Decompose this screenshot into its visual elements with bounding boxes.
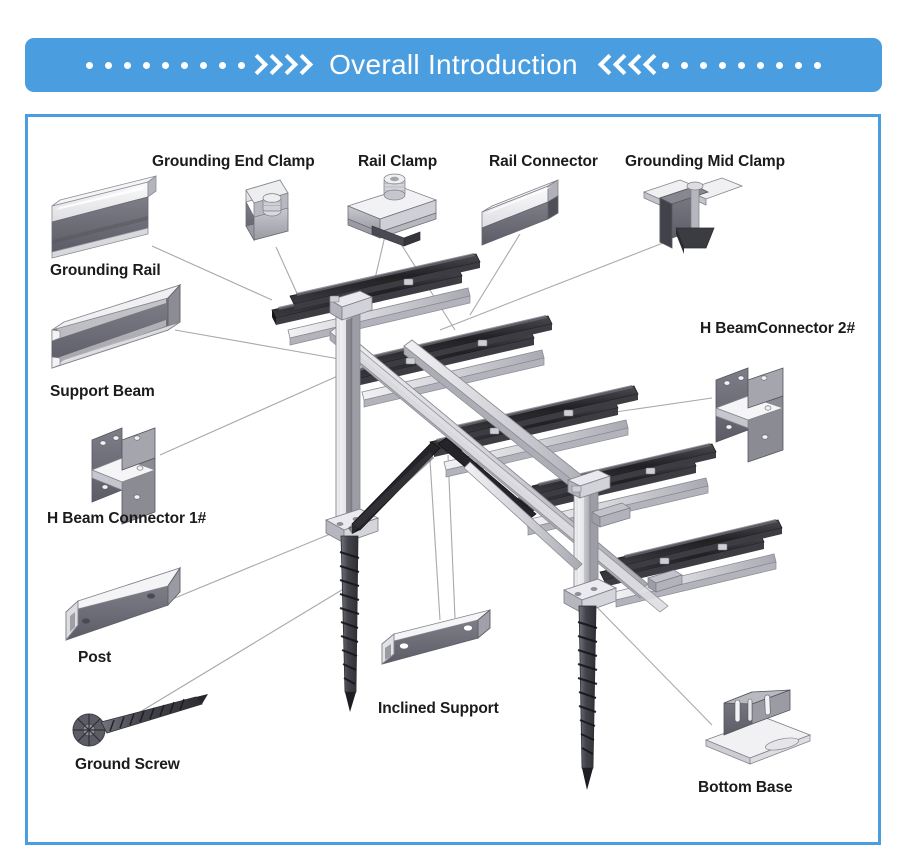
label-grounding-rail: Grounding Rail xyxy=(50,262,161,279)
label-bottom-base: Bottom Base xyxy=(698,779,793,796)
chevron-left-icon xyxy=(597,53,613,78)
banner-right-chevrons-icon xyxy=(598,53,658,78)
label-post: Post xyxy=(78,649,112,666)
banner-dot xyxy=(105,61,113,69)
page-title: Overall Introduction xyxy=(329,49,578,80)
banner-dot xyxy=(86,61,94,69)
banner-dot xyxy=(143,61,151,69)
banner-right-dots xyxy=(661,61,821,69)
banner-dot xyxy=(661,61,669,69)
banner-dot xyxy=(200,61,208,69)
banner-dot xyxy=(162,61,170,69)
label-grounding-mid-clamp: Grounding Mid Clamp xyxy=(625,153,785,170)
banner-dot xyxy=(718,61,726,69)
label-support-beam: Support Beam xyxy=(50,383,155,400)
label-ground-screw: Ground Screw xyxy=(75,756,180,773)
chevron-left-icon xyxy=(612,53,628,78)
banner-dot xyxy=(181,61,189,69)
banner-dot xyxy=(238,61,246,69)
label-grounding-end-clamp: Grounding End Clamp xyxy=(152,153,315,170)
banner-dot xyxy=(813,61,821,69)
label-rail-clamp: Rail Clamp xyxy=(358,153,438,170)
chevron-left-icon xyxy=(642,53,658,78)
banner-dot xyxy=(775,61,783,69)
banner-dot xyxy=(794,61,802,69)
banner-dot xyxy=(124,61,132,69)
page-banner: Overall Introduction xyxy=(25,38,882,92)
banner-left-chevrons-icon xyxy=(249,53,309,78)
label-rail-connector: Rail Connector xyxy=(489,153,598,170)
banner-dot xyxy=(756,61,764,69)
banner-dot xyxy=(680,61,688,69)
diagram-frame xyxy=(25,114,881,845)
banner-dot xyxy=(219,61,227,69)
label-h-beam-connector-2: H BeamConnector 2# xyxy=(700,320,855,337)
banner-dot xyxy=(699,61,707,69)
banner-dot xyxy=(737,61,745,69)
label-inclined-support: Inclined Support xyxy=(378,700,499,717)
chevron-left-icon xyxy=(627,53,643,78)
label-h-beam-connector-1: H Beam Connector 1# xyxy=(47,510,207,527)
banner-left-dots xyxy=(86,61,246,69)
chevron-right-icon xyxy=(293,53,309,78)
